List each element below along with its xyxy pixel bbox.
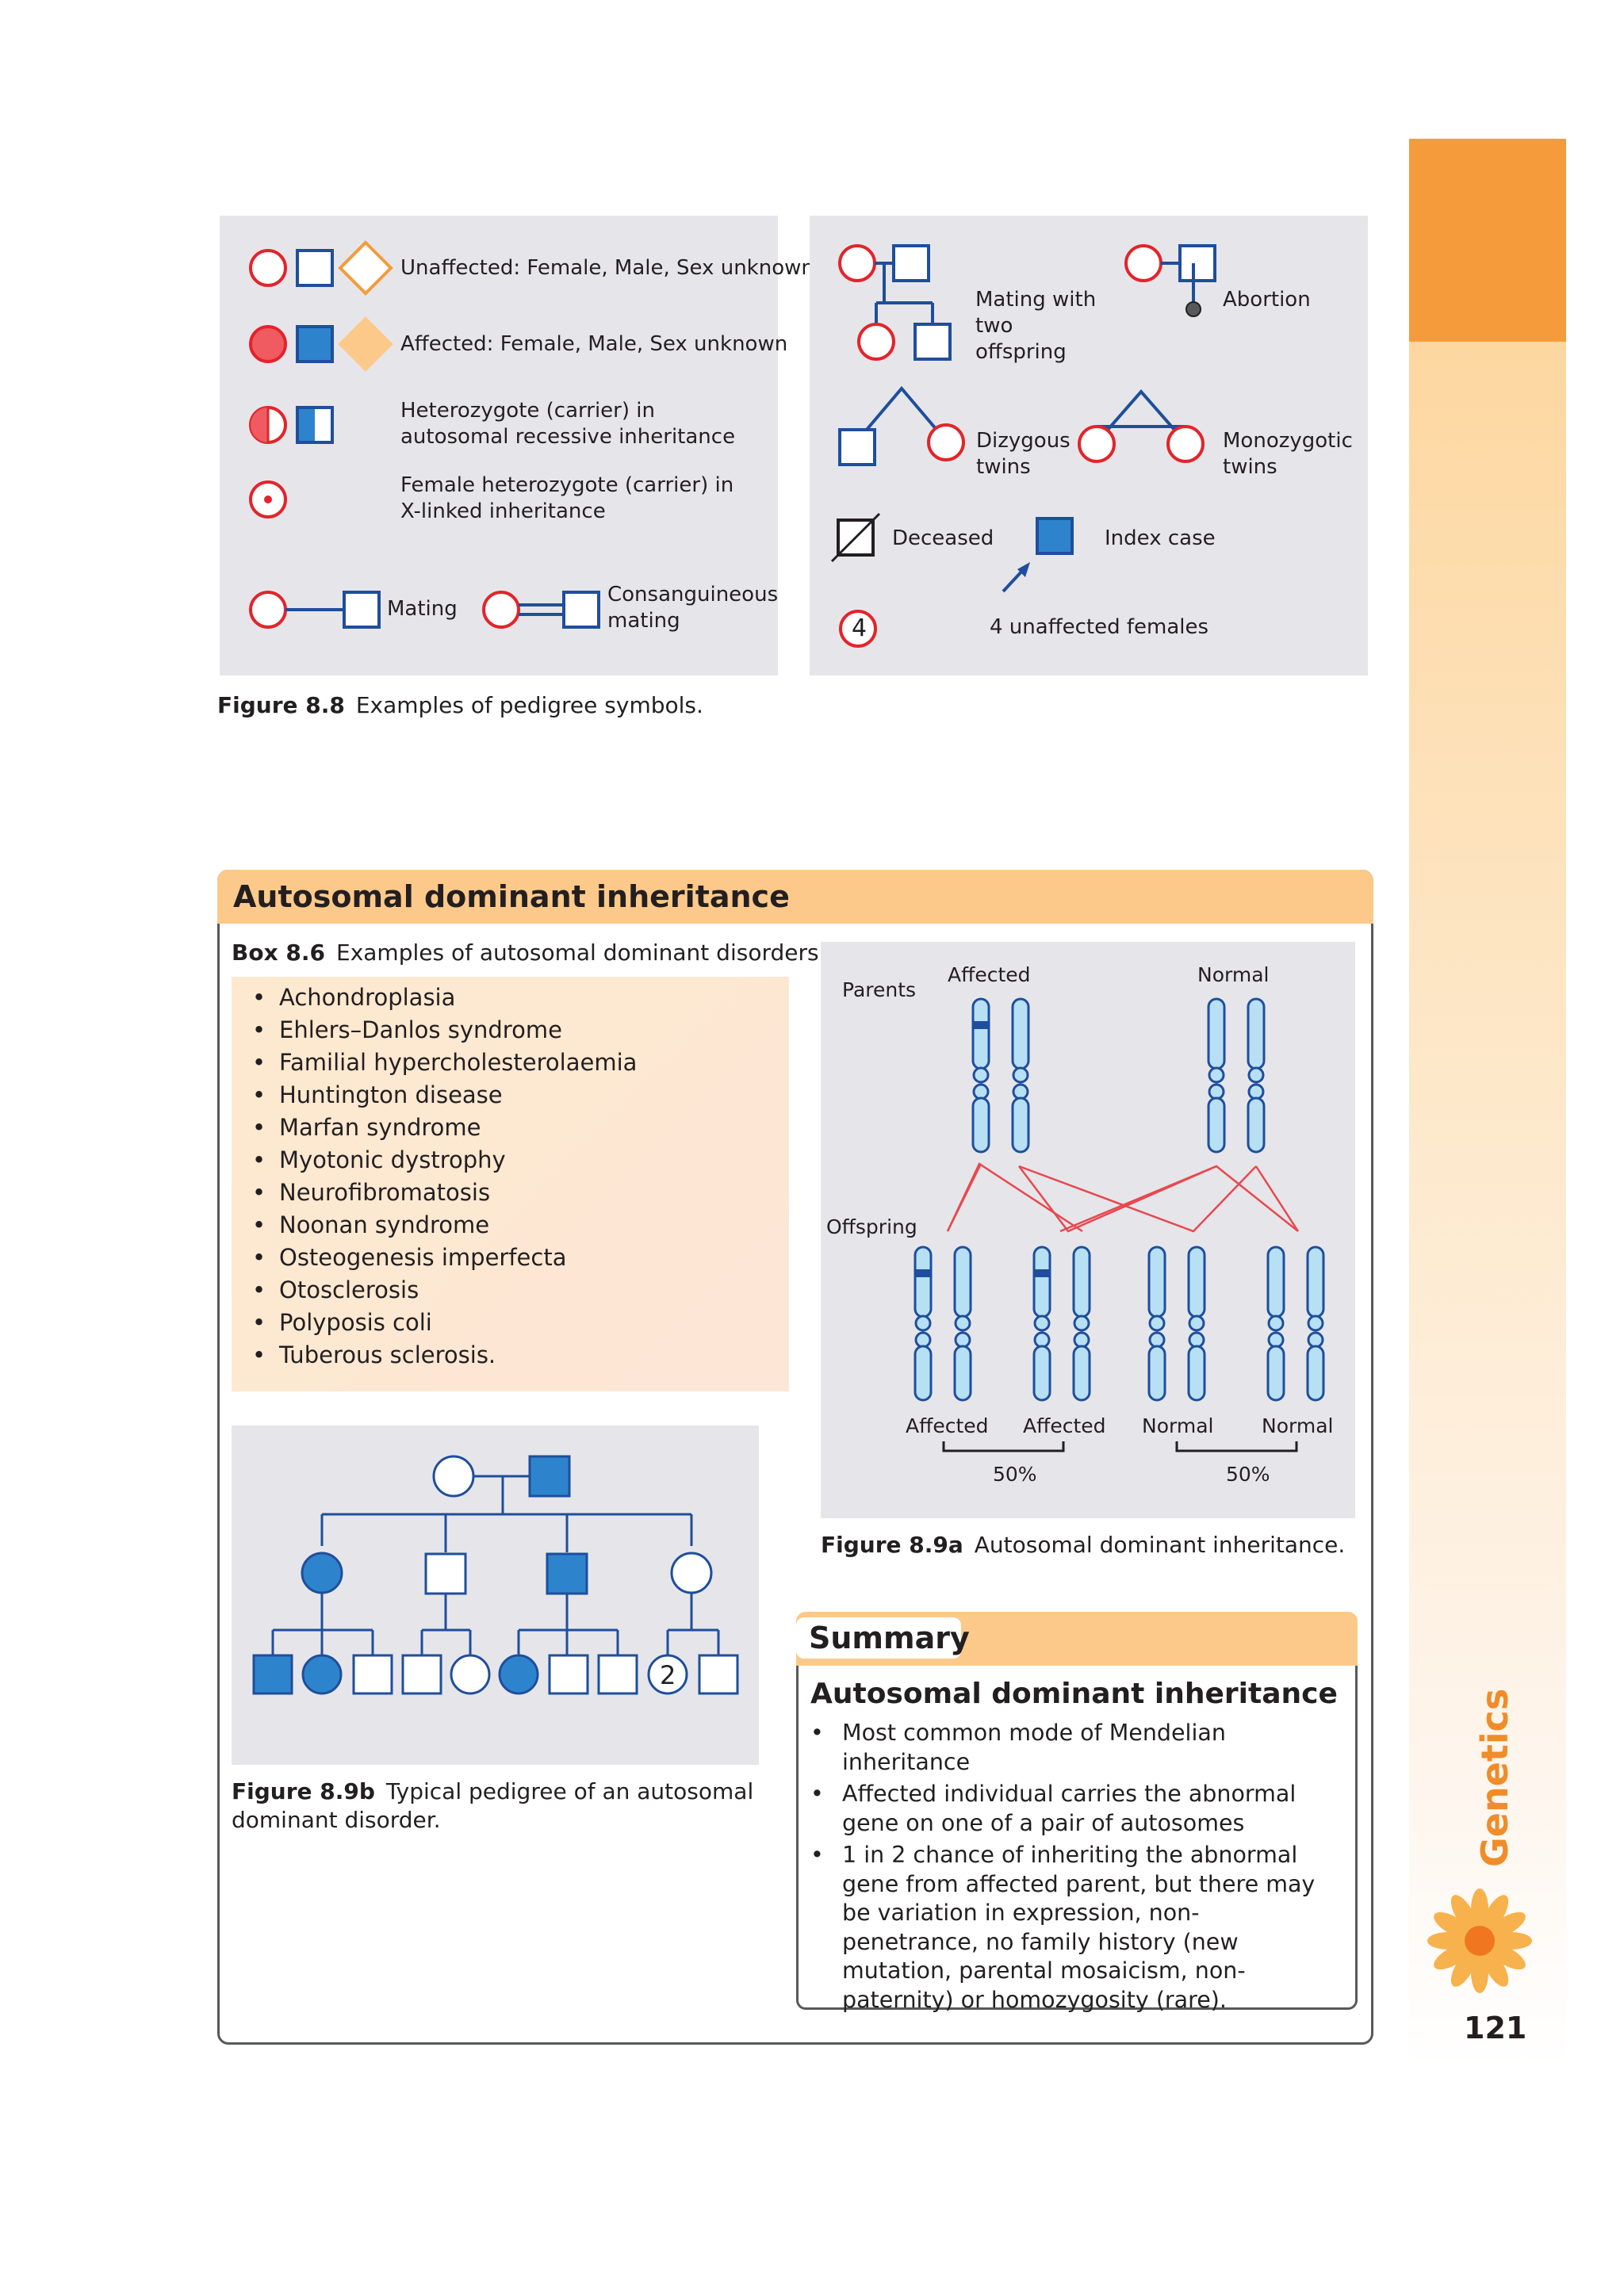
caption-text: Typical pedigree of an autosomal dominan… bbox=[232, 1778, 754, 1833]
disorder-list: Achondroplasia Ehlers–Danlos syndrome Fa… bbox=[243, 982, 637, 1372]
box-8-6-title: Box 8.6 Examples of autosomal dominant di… bbox=[232, 939, 819, 967]
percent-right: 50% bbox=[1226, 1463, 1270, 1486]
list-item: Otosclerosis bbox=[243, 1274, 637, 1307]
figure-8-8-caption: Figure 8.8 Examples of pedigree symbols. bbox=[217, 691, 703, 720]
grandfather-symbol bbox=[528, 1455, 571, 1498]
index-case-label: Index case bbox=[1105, 526, 1216, 550]
normal-parent-chromosome bbox=[1247, 997, 1266, 1154]
mating-offspring-label: Mating with two offspring bbox=[975, 288, 1097, 364]
list-item: Tuberous sclerosis. bbox=[243, 1339, 637, 1372]
chromosome-diagram bbox=[821, 997, 1325, 1452]
list-item: Neurofibromatosis bbox=[243, 1177, 637, 1209]
heterozygote-label: Heterozygote (carrier) in autosomal rece… bbox=[400, 399, 736, 449]
caption-text: Autosomal dominant inheritance. bbox=[974, 1532, 1346, 1558]
list-item: Huntington disease bbox=[243, 1079, 637, 1112]
percent-left: 50% bbox=[993, 1463, 1037, 1486]
count-number: 4 bbox=[852, 614, 868, 642]
affected-parent-chromosome bbox=[1011, 997, 1030, 1154]
section-header: Autosomal dominant inheritance bbox=[217, 870, 1373, 924]
caption-number: Figure 8.9b bbox=[232, 1778, 375, 1804]
section-title: Autosomal dominant inheritance bbox=[233, 879, 790, 914]
unaffected-females-label: 4 unaffected females bbox=[990, 615, 1209, 639]
consanguineous-label: Consanguineous mating bbox=[607, 583, 779, 633]
offspring-label-2: Affected bbox=[1023, 1414, 1106, 1437]
summary-tab: Summary bbox=[796, 1617, 970, 1659]
affected-parent-chromosome-mutant bbox=[973, 999, 989, 1152]
list-item: Osteogenesis imperfecta bbox=[243, 1242, 637, 1274]
affected-unknown-symbol bbox=[338, 316, 393, 372]
pedigree-symbols-left-graphics bbox=[249, 240, 600, 629]
pedigree-diagram bbox=[252, 1455, 739, 1695]
chapter-title: Genetics bbox=[1473, 1688, 1516, 1867]
grandmother-symbol bbox=[432, 1455, 475, 1498]
caption-text: Examples of pedigree symbols. bbox=[355, 692, 703, 718]
disorder-list-box: Achondroplasia Ehlers–Danlos syndrome Fa… bbox=[232, 977, 789, 1391]
monozygotic-label: Monozygotic twins bbox=[1223, 429, 1353, 479]
deceased-label: Deceased bbox=[892, 526, 994, 550]
affected-parent-label: Affected bbox=[948, 963, 1031, 986]
unaffected-male-symbol bbox=[296, 249, 334, 287]
offspring-label-4: Normal bbox=[1262, 1414, 1334, 1437]
x-linked-label: Female heterozygote (carrier) in X-linke… bbox=[400, 473, 734, 523]
mating-female-symbol bbox=[249, 591, 287, 629]
chromosome-diagram-panel bbox=[821, 942, 1355, 1518]
pedigree-panel bbox=[232, 1425, 759, 1765]
list-item: Myotonic dystrophy bbox=[243, 1144, 637, 1177]
summary-tab-label: Summary bbox=[809, 1621, 970, 1655]
offspring-label-1: Affected bbox=[906, 1414, 989, 1437]
box-number: Box 8.6 bbox=[232, 939, 325, 966]
list-item: Affected individual carries the abnormal… bbox=[807, 1780, 1331, 1838]
parents-label: Parents bbox=[842, 978, 917, 1001]
offspring-label: Offspring bbox=[826, 1215, 917, 1238]
mating-male-symbol bbox=[343, 591, 381, 629]
normal-parent-chromosome bbox=[1207, 997, 1226, 1154]
caption-number: Figure 8.8 bbox=[217, 692, 345, 718]
unaffected-label: Unaffected: Female, Male, Sex unknown bbox=[400, 256, 814, 280]
page-number: 121 bbox=[1464, 2011, 1527, 2045]
abortion-label: Abortion bbox=[1223, 288, 1311, 312]
figure-8-9a-caption: Figure 8.9a Autosomal dominant inheritanc… bbox=[821, 1531, 1345, 1559]
chapter-tab bbox=[1409, 139, 1566, 342]
list-item: Marfan syndrome bbox=[243, 1112, 637, 1144]
box-title-text: Examples of autosomal dominant disorders bbox=[336, 939, 819, 966]
affected-female-symbol bbox=[249, 325, 287, 363]
normal-parent-label: Normal bbox=[1197, 963, 1270, 986]
list-item: Most common mode of Mendelian inheritanc… bbox=[807, 1719, 1331, 1777]
affected-label: Affected: Female, Male, Sex unknown bbox=[400, 332, 788, 356]
consanguineous-male-symbol bbox=[562, 591, 600, 629]
mating-label: Mating bbox=[387, 597, 458, 621]
list-item: Achondroplasia bbox=[243, 982, 637, 1014]
summary-list: Most common mode of Mendelian inheritanc… bbox=[807, 1719, 1331, 2018]
list-item: 1 in 2 chance of inheriting the abnormal… bbox=[807, 1841, 1331, 2015]
flower-icon bbox=[1427, 1888, 1532, 1993]
affected-male-symbol bbox=[296, 325, 334, 363]
list-item: Polyposis coli bbox=[243, 1307, 637, 1339]
twin-count-number: 2 bbox=[660, 1660, 676, 1690]
offspring-label-3: Normal bbox=[1142, 1414, 1214, 1437]
consanguineous-female-symbol bbox=[482, 591, 520, 629]
summary-title: Autosomal dominant inheritance bbox=[810, 1678, 1338, 1710]
chapter-sidebar bbox=[1409, 342, 1566, 2070]
pedigree-symbols-right-graphics bbox=[830, 244, 1216, 648]
list-item: Ehlers–Danlos syndrome bbox=[243, 1014, 637, 1047]
unaffected-unknown-symbol bbox=[338, 240, 393, 296]
dizygous-label: Dizygous twins bbox=[976, 429, 1071, 479]
unaffected-female-symbol bbox=[249, 249, 287, 287]
list-item: Noonan syndrome bbox=[243, 1209, 637, 1242]
list-item: Familial hypercholesterolaemia bbox=[243, 1047, 637, 1079]
caption-number: Figure 8.9a bbox=[821, 1532, 963, 1558]
